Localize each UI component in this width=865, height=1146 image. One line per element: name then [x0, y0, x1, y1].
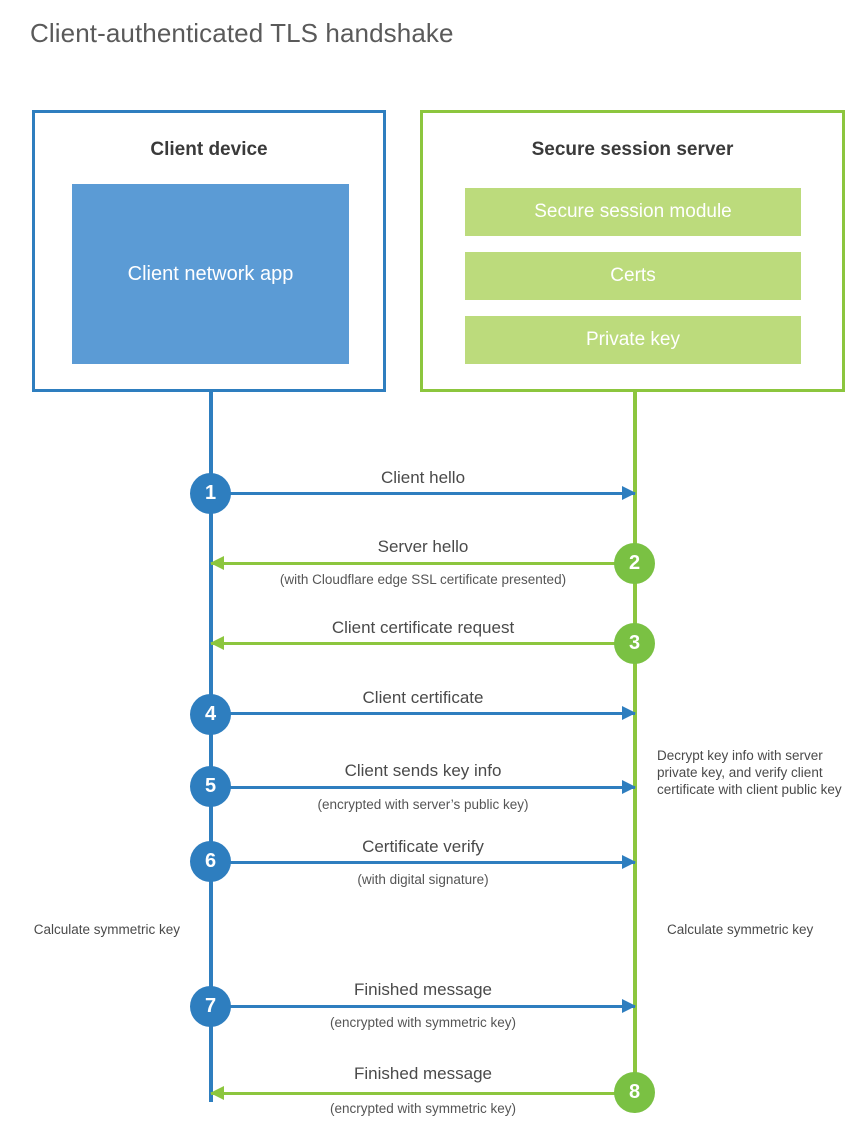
arrowhead-left-icon	[210, 556, 224, 570]
step-1-arrow	[211, 486, 636, 500]
step-2-label: Server hello	[377, 537, 469, 556]
calculate-symmetric-key-server-note: Calculate symmetric key	[667, 922, 814, 937]
client-lifeline	[209, 392, 213, 1102]
step-6-sublabel: (with digital signature)	[357, 872, 489, 887]
client-device-title: Client device	[150, 139, 268, 160]
arrowhead-right-icon	[622, 486, 636, 500]
step-7-label: Finished message	[354, 980, 492, 999]
step-4-circle[interactable]: 4	[190, 694, 231, 735]
step-8-circle[interactable]: 8	[614, 1072, 655, 1113]
decrypt-key-info-note: Decrypt key info with server private key…	[657, 748, 842, 797]
step-6-label: Certificate verify	[362, 837, 484, 856]
step-7-arrow	[211, 999, 636, 1013]
private-key-block: Private key	[465, 316, 801, 364]
arrowhead-right-icon	[622, 855, 636, 869]
arrowhead-right-icon	[622, 999, 636, 1013]
client-device-box: Client device Client network app	[32, 110, 386, 392]
step-2-circle[interactable]: 2	[614, 543, 655, 584]
step-4-label: Client certificate	[362, 688, 484, 707]
step-2-sublabel: (with Cloudflare edge SSL certificate pr…	[279, 572, 567, 587]
step-1-circle[interactable]: 1	[190, 473, 231, 514]
step-6-circle[interactable]: 6	[190, 841, 231, 882]
step-5-arrow	[211, 780, 636, 794]
certs-block: Certs	[465, 252, 801, 300]
arrowhead-left-icon	[210, 636, 224, 650]
page-title: Client-authenticated TLS handshake	[30, 18, 454, 48]
step-6-arrow	[211, 855, 636, 869]
arrowhead-right-icon	[622, 706, 636, 720]
secure-session-server-title: Secure session server	[531, 139, 734, 160]
calculate-symmetric-key-client-note: Calculate symmetric key	[33, 922, 180, 937]
step-3-label: Client certificate request	[331, 618, 515, 637]
step-5-sublabel: (encrypted with server’s public key)	[317, 797, 529, 812]
step-5-label: Client sends key info	[344, 761, 502, 780]
step-8-sublabel: (encrypted with symmetric key)	[329, 1101, 517, 1116]
step-4-arrow	[211, 706, 636, 720]
arrowhead-left-icon	[210, 1086, 224, 1100]
step-1-label: Client hello	[380, 468, 466, 487]
step-8-label: Finished message	[354, 1064, 492, 1083]
client-network-app-block: Client network app	[72, 184, 349, 364]
server-lifeline	[633, 392, 637, 1093]
secure-session-server-box: Secure session server Secure session mod…	[420, 110, 845, 392]
step-3-arrow	[210, 636, 635, 650]
step-7-circle[interactable]: 7	[190, 986, 231, 1027]
arrowhead-right-icon	[622, 780, 636, 794]
step-3-circle[interactable]: 3	[614, 623, 655, 664]
secure-session-module-block: Secure session module	[465, 188, 801, 236]
step-7-sublabel: (encrypted with symmetric key)	[329, 1015, 517, 1030]
step-2-arrow	[210, 556, 635, 570]
step-5-circle[interactable]: 5	[190, 766, 231, 807]
step-8-arrow	[210, 1086, 635, 1100]
